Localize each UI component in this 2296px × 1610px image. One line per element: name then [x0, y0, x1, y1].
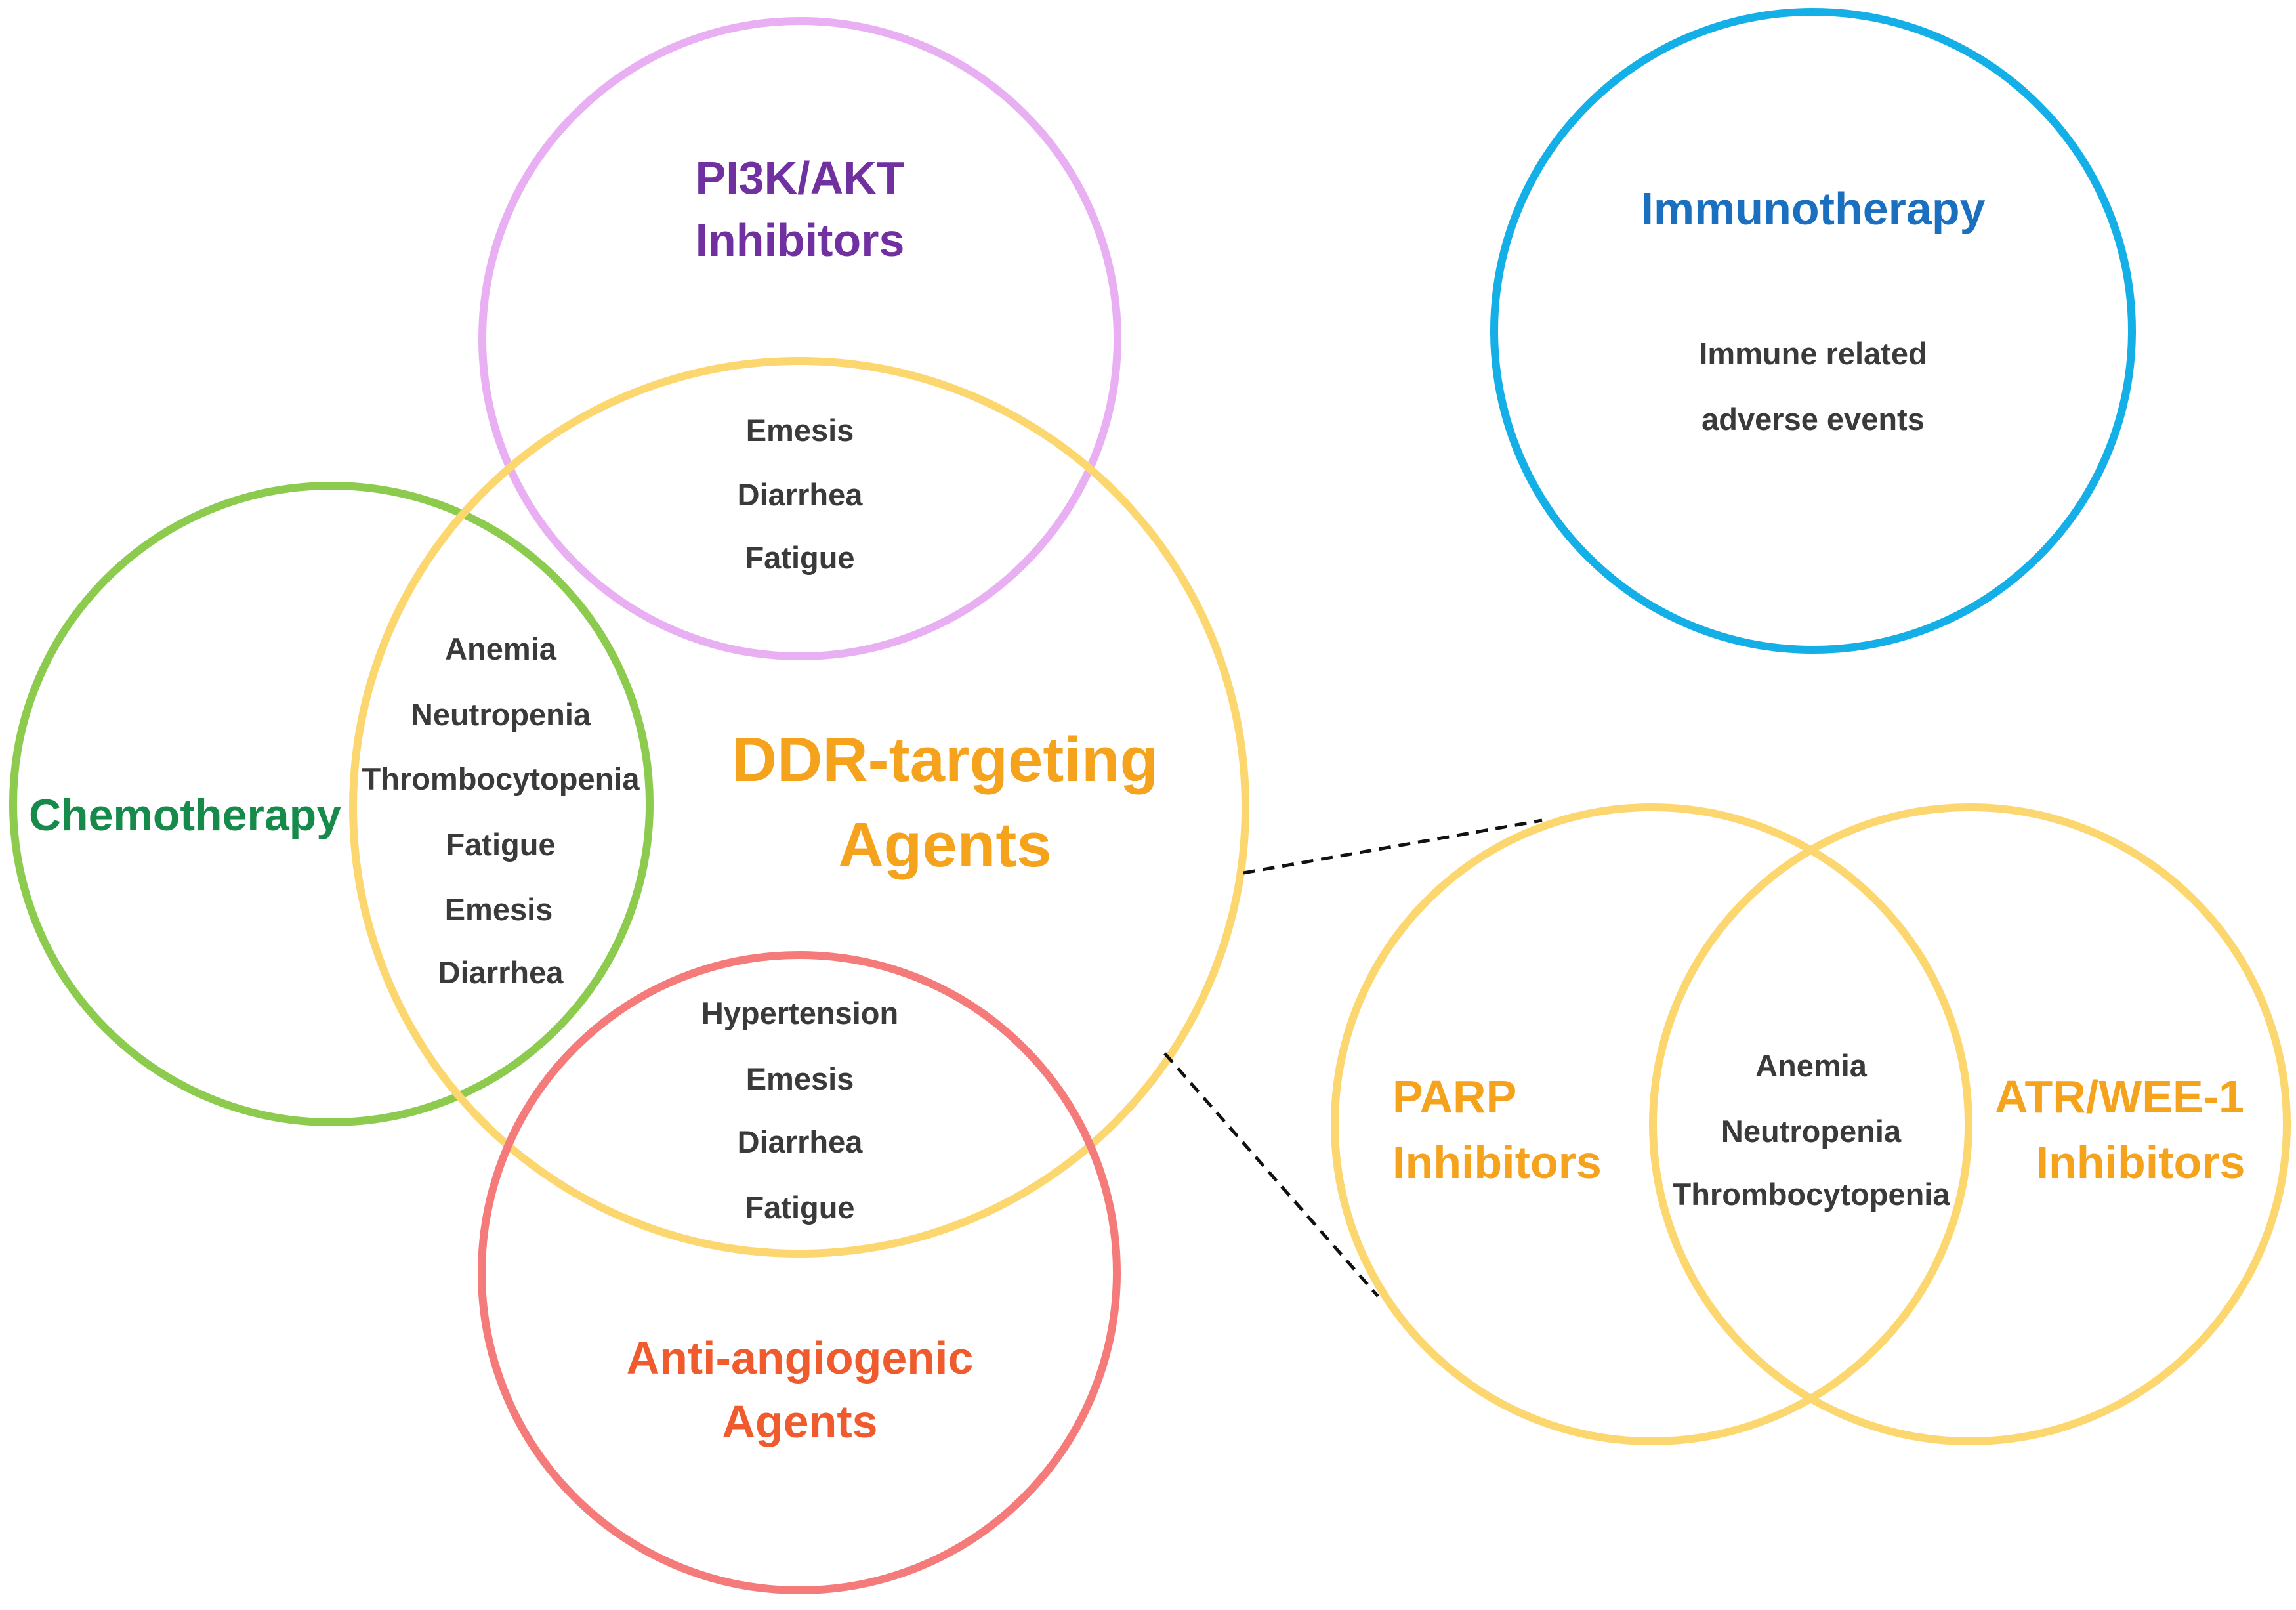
antiangio-title-line1: Anti-angiogenic — [627, 1332, 974, 1384]
atr-title-line1: ATR/WEE-1 — [1995, 1071, 2244, 1122]
antiangio-ddr-item: Fatigue — [745, 1190, 854, 1225]
chemo-ddr-item: Neutropenia — [411, 697, 591, 732]
antiangiogenic-circle — [478, 951, 1121, 1594]
parp-atr-item: Neutropenia — [1721, 1114, 1902, 1149]
chemotherapy-circle — [9, 482, 654, 1126]
chemo-ddr-item: Diarrhea — [438, 955, 564, 990]
pi3k-ddr-item: Emesis — [746, 413, 854, 448]
atr-title-line2: Inhibitors — [2036, 1137, 2245, 1188]
immunotherapy-item: adverse events — [1701, 402, 1925, 436]
chemo-ddr-item: Emesis — [445, 892, 553, 927]
pi3k-title-line2: Inhibitors — [696, 215, 905, 266]
parp-atr-item: Thrombocytopenia — [1672, 1177, 1950, 1212]
immunotherapy-circle — [1490, 8, 2136, 654]
ddr-title-line1: DDR-targeting — [732, 725, 1159, 795]
parp-atr-item: Anemia — [1755, 1048, 1868, 1083]
pi3k-title-line1: PI3K/AKT — [696, 152, 905, 203]
chemo-ddr-item: Anemia — [445, 631, 557, 666]
atr-circle — [1649, 803, 2291, 1445]
parp-circle — [1331, 803, 1972, 1445]
ddr-title-line2: Agents — [838, 810, 1051, 880]
chemo-ddr-item: Fatigue — [446, 827, 555, 862]
chemo-ddr-item: Thrombocytopenia — [362, 761, 640, 796]
antiangio-ddr-item: Hypertension — [701, 996, 898, 1030]
parp-title-line2: Inhibitors — [1392, 1137, 1602, 1188]
immunotherapy-title: Immunotherapy — [1640, 183, 1985, 234]
ddr-circle — [349, 357, 1249, 1258]
antiangio-title-line2: Agents — [722, 1396, 877, 1447]
antiangio-ddr-item: Diarrhea — [738, 1124, 864, 1159]
immunotherapy-item: Immune related — [1699, 336, 1927, 371]
connector-line-upper — [1243, 818, 1543, 875]
connector-line-lower — [1163, 1052, 1379, 1298]
pi3k-circle — [478, 17, 1121, 660]
pi3k-ddr-item: Fatigue — [745, 540, 854, 575]
antiangio-ddr-item: Emesis — [746, 1061, 854, 1096]
pi3k-ddr-item: Diarrhea — [738, 477, 864, 512]
parp-title-line1: PARP — [1392, 1071, 1516, 1122]
chemotherapy-title: Chemotherapy — [29, 790, 341, 840]
